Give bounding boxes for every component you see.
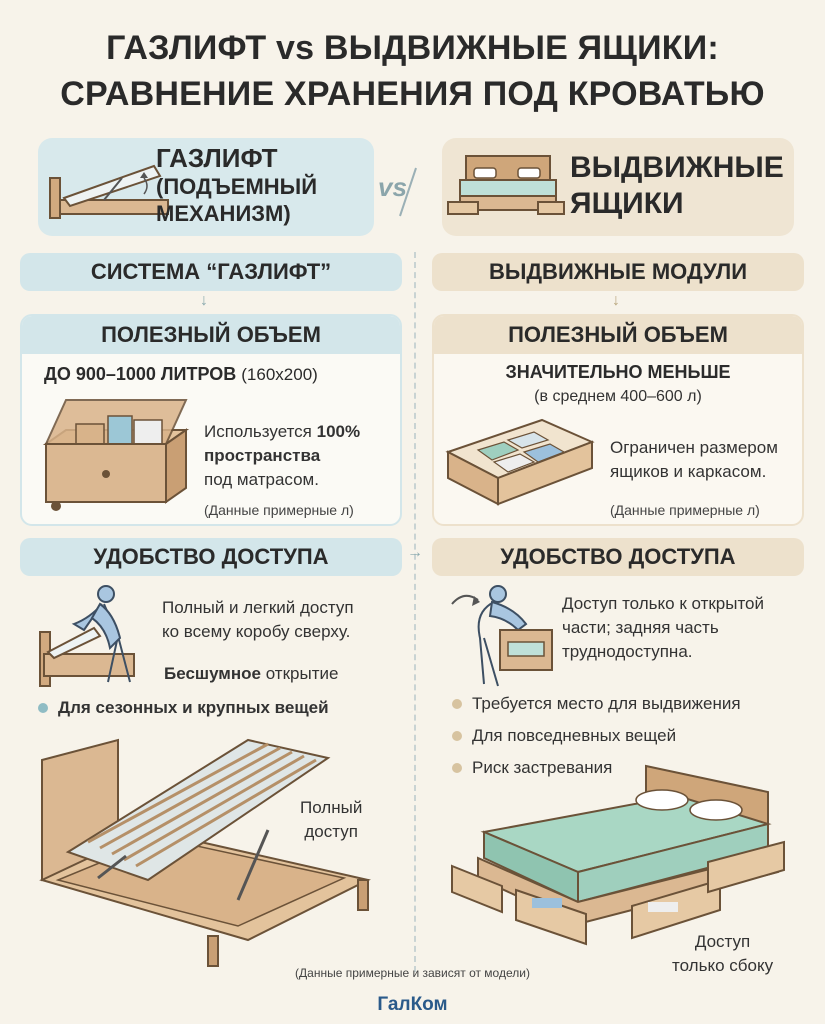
drawer-bed-icon — [447, 155, 565, 215]
drawers-volume-text: Ограничен размером ящиков и каркасом. — [610, 438, 778, 481]
drawers-bed-caption: Доступ только сбоку — [672, 932, 774, 975]
bullet-dot — [452, 699, 462, 709]
drawer-compartments-icon — [445, 418, 595, 506]
gaslift-volume-card: ПОЛЕЗНЫЙ ОБЪЕМ ДО 900–1000 ЛИТРОВ (160x2… — [20, 314, 402, 526]
bullet-dot — [38, 703, 48, 713]
down-arrow-icon: ↓ — [200, 292, 208, 309]
gaslift-system-label: СИСТЕМА “ГАЗЛИФТ” — [20, 253, 402, 291]
gaslift-access-header: УДОБСТВО ДОСТУПА — [20, 538, 402, 576]
column-divider — [414, 252, 416, 972]
drawers-volume-note: (Данные примерные л) — [610, 502, 760, 518]
gaslift-access-text: Полный и легкий доступ ко всему коробу с… — [162, 598, 354, 641]
gaslift-bullet: Для сезонных и крупных вещей — [38, 696, 329, 720]
gaslift-heading: ГАЗЛИФТ (ПОДЪЕМНЫЙ МЕХАНИЗМ) — [156, 143, 318, 227]
drawers-bullet-3: Риск застревания — [452, 756, 612, 780]
drawers-heading-panel: ВЫДВИЖНЫЕ ЯЩИКИ — [442, 138, 794, 236]
page-subtitle: СРАВНЕНИЕ ХРАНЕНИЯ ПОД КРОВАТЬЮ — [60, 75, 765, 113]
page-title: ГАЗЛИФТ vs ВЫДВИЖНЫЕ ЯЩИКИ: — [106, 29, 719, 67]
vs-slash-icon — [399, 167, 417, 217]
gaslift-volume-header: ПОЛЕЗНЫЙ ОБЪЕМ — [22, 316, 400, 354]
drawers-volume-header: ПОЛЕЗНЫЙ ОБЪЕМ — [434, 316, 802, 354]
drawers-access-header: УДОБСТВО ДОСТУПА — [432, 538, 804, 576]
drawers-bullet-2: Для повседневных вещей — [452, 724, 676, 748]
drawers-bullet-1: Требуется место для выдвижения — [452, 692, 741, 716]
footnote: (Данные примерные и зависят от модели) — [295, 966, 530, 980]
right-arrow-icon: → — [407, 544, 423, 561]
drawers-heading: ВЫДВИЖНЫЕ ЯЩИКИ — [570, 151, 784, 220]
gaslift-bed-icon — [49, 164, 169, 219]
drawers-system-label: ВЫДВИЖНЫЕ МОДУЛИ — [432, 253, 804, 291]
drawers-access-text: Доступ только к открытой части; задняя ч… — [562, 594, 765, 661]
drawer-bed-illustration — [451, 764, 785, 946]
bullet-dot — [452, 763, 462, 773]
gaslift-volume-amount: ДО 900–1000 ЛИТРОВ (160x200) — [44, 364, 318, 384]
gaslift-volume-text: Используется 100% пространства под матра… — [204, 422, 361, 489]
gaslift-quiet-text: Бесшумное открытие — [164, 664, 339, 683]
vs-badge: vs — [374, 160, 434, 220]
storage-box-icon — [42, 399, 190, 511]
person-lifting-bed-icon — [39, 585, 135, 687]
bullet-dot — [452, 731, 462, 741]
gaslift-volume-note: (Данные примерные л) — [204, 502, 354, 518]
drawers-volume-card: ПОЛЕЗНЫЙ ОБЪЕМ ЗНАЧИТЕЛЬНО МЕНЬШЕ (в сре… — [432, 314, 804, 526]
gaslift-bed-caption: Полный доступ — [300, 798, 363, 841]
down-arrow-icon: ↓ — [612, 292, 620, 309]
gaslift-heading-panel: ГАЗЛИФТ (ПОДЪЕМНЫЙ МЕХАНИЗМ) — [38, 138, 374, 236]
person-pulling-drawer-icon — [451, 585, 553, 687]
brand-logo: ГалКом — [377, 994, 448, 1015]
gaslift-bed-open-illustration — [39, 738, 371, 967]
drawers-volume-note-range: (в среднем 400–600 л) — [534, 388, 702, 405]
drawers-volume-amount: ЗНАЧИТЕЛЬНО МЕНЬШЕ — [505, 362, 731, 382]
